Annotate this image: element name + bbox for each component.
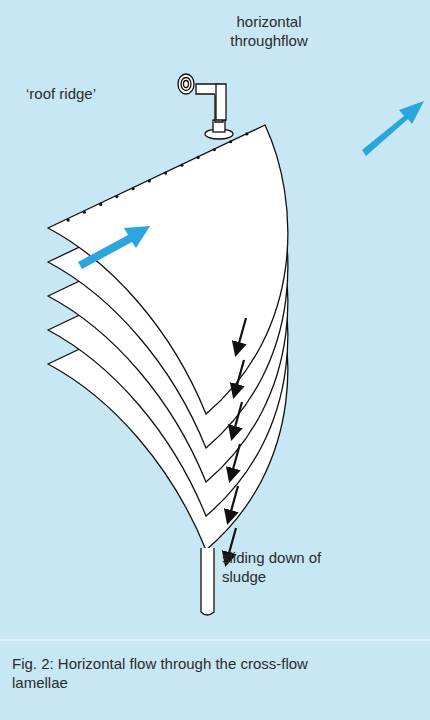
- ridge-hole: [83, 211, 86, 214]
- ridge-hole: [67, 218, 70, 221]
- divider-line: [0, 640, 430, 641]
- flow-label: horizontal throughflow: [214, 12, 324, 50]
- pipe-fitting: [178, 74, 233, 139]
- ridge-hole: [99, 203, 102, 206]
- ridge-hole: [213, 148, 216, 151]
- ridge-hole: [197, 156, 200, 159]
- ridge-hole: [148, 179, 151, 182]
- ridge-label: ‘roof ridge’: [26, 84, 96, 103]
- sludge-label: sliding down of sludge: [222, 548, 332, 586]
- ridge-hole: [180, 164, 183, 167]
- sludge-arrow: [234, 360, 244, 396]
- sludge-arrow: [230, 444, 240, 480]
- ridge-hole: [164, 171, 167, 174]
- ridge-hole: [132, 187, 135, 190]
- support-pipe: [201, 548, 214, 615]
- lamella-plates: [48, 125, 288, 550]
- inflow-arrow: [78, 226, 150, 269]
- ridge-hole: [229, 140, 232, 143]
- ridge-hole: [115, 195, 118, 198]
- ridge-hole: [245, 132, 248, 135]
- sludge-arrow: [236, 318, 246, 354]
- sludge-arrow: [232, 402, 242, 438]
- outflow-arrow: [362, 101, 424, 156]
- sludge-arrow: [228, 486, 238, 522]
- figure-caption: Fig. 2: Horizontal flow through the cros…: [12, 654, 312, 692]
- sludge-arrows: [226, 318, 246, 564]
- lamella-plate: [48, 125, 288, 414]
